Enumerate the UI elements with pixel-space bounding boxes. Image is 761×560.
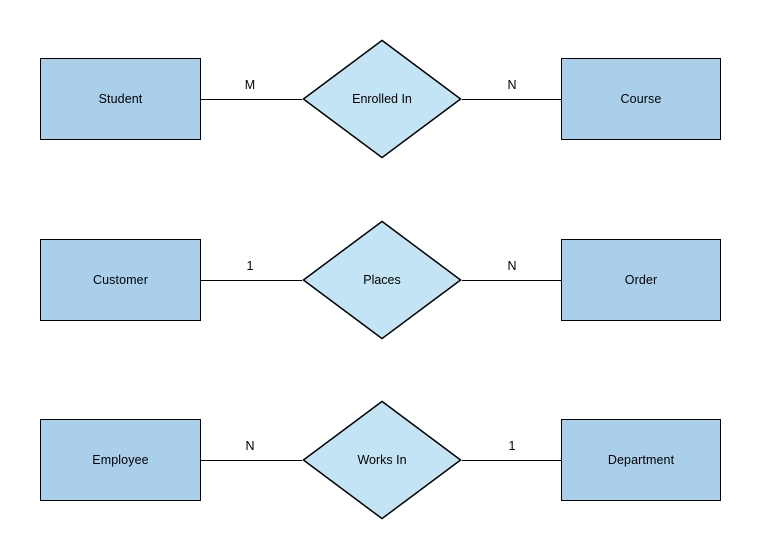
entity-label: Order: [624, 272, 658, 287]
relationship-diamond[interactable]: Enrolled In: [302, 39, 462, 159]
connector-line-left: [201, 99, 302, 100]
cardinality-label-left: M: [244, 78, 256, 92]
entity-box-right[interactable]: Course: [561, 58, 721, 140]
connector-line-right: [462, 460, 561, 461]
connector-line-left: [201, 460, 302, 461]
er-relationship-row: Customer 1 Places N Order: [0, 210, 761, 350]
diamond-shape-icon: [302, 39, 462, 159]
cardinality-label-left: 1: [246, 259, 254, 273]
relationship-diamond[interactable]: Places: [302, 220, 462, 340]
entity-label: Student: [98, 91, 143, 106]
cardinality-label-left: N: [245, 439, 255, 453]
entity-label: Course: [620, 91, 662, 106]
er-relationship-row: Student M Enrolled In N Course: [0, 29, 761, 169]
entity-box-left[interactable]: Customer: [40, 239, 201, 321]
cardinality-label-right: 1: [508, 439, 516, 453]
entity-label: Department: [607, 452, 675, 467]
diamond-shape-icon: [302, 400, 462, 520]
connector-line-right: [462, 99, 561, 100]
diamond-shape-icon: [302, 220, 462, 340]
cardinality-label-right: N: [507, 259, 517, 273]
entity-box-right[interactable]: Department: [561, 419, 721, 501]
entity-box-left[interactable]: Student: [40, 58, 201, 140]
er-relationship-row: Employee N Works In 1 Department: [0, 390, 761, 530]
entity-box-left[interactable]: Employee: [40, 419, 201, 501]
cardinality-label-right: N: [507, 78, 517, 92]
relationship-diamond[interactable]: Works In: [302, 400, 462, 520]
entity-label: Customer: [93, 272, 148, 287]
entity-label: Employee: [92, 452, 149, 467]
entity-box-right[interactable]: Order: [561, 239, 721, 321]
connector-line-right: [462, 280, 561, 281]
connector-line-left: [201, 280, 302, 281]
